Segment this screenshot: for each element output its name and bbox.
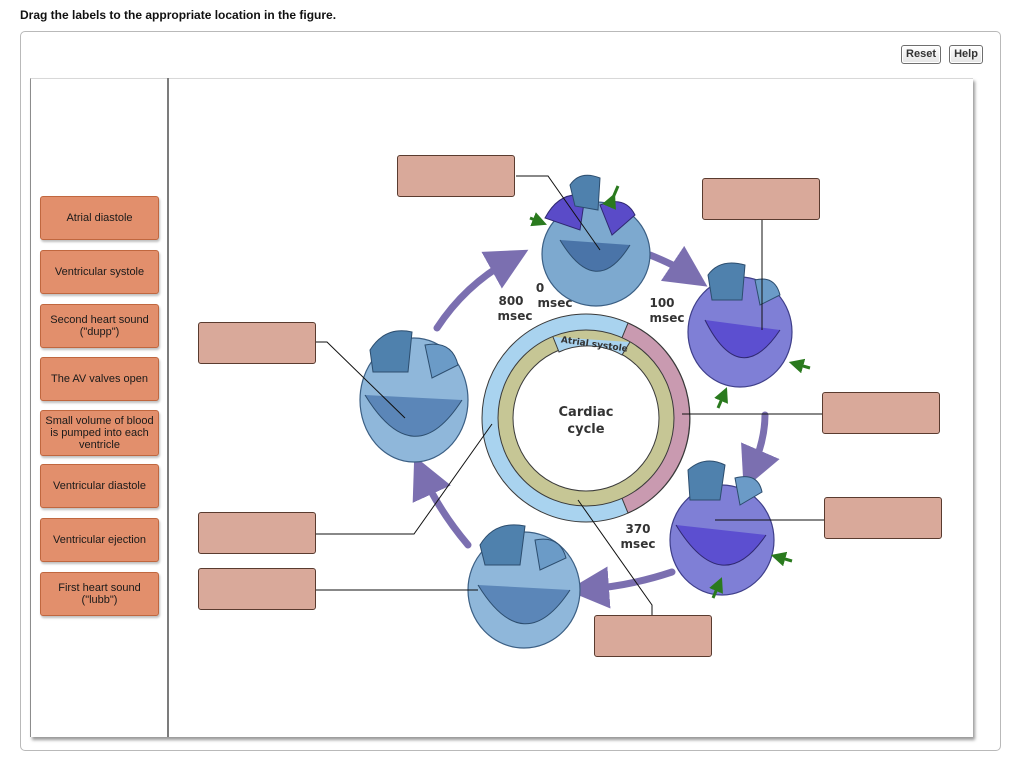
reset-button[interactable]: Reset (901, 45, 941, 64)
label-ventricular-ejection[interactable]: Ventricular ejection (40, 518, 159, 562)
time-100: 100 (649, 296, 674, 310)
drop-target-top-right[interactable] (702, 178, 820, 220)
drop-target-left[interactable] (198, 322, 316, 364)
drop-target-top[interactable] (397, 155, 515, 197)
leader-lines (315, 175, 824, 615)
label-small-volume-blood[interactable]: Small volume of blood is pumped into eac… (40, 410, 159, 456)
drop-target-right[interactable] (822, 392, 940, 434)
instruction-text: Drag the labels to the appropriate locat… (20, 8, 337, 22)
help-button[interactable]: Help (949, 45, 983, 64)
drop-target-lower-right[interactable] (824, 497, 942, 539)
question-frame (20, 31, 1001, 751)
cycle-ring (481, 313, 691, 523)
time-370: 370 (625, 522, 650, 536)
label-ventricular-diastole[interactable]: Ventricular diastole (40, 464, 159, 508)
cycle-title: Cardiac (559, 405, 614, 420)
label-ventricular-systole[interactable]: Ventricular systole (40, 250, 159, 294)
cycle-arrows (412, 245, 780, 609)
heart-bottom (467, 524, 581, 649)
heart-top (529, 174, 651, 307)
time-800: 800 (498, 294, 523, 308)
heart-bottom-right (669, 460, 793, 599)
time-100-unit: msec (650, 311, 685, 325)
heart-top-right (687, 262, 811, 409)
time-800-unit: msec (498, 309, 533, 323)
drop-target-lower-left-1[interactable] (198, 512, 316, 554)
heart-left (359, 330, 469, 463)
label-av-valves-open[interactable]: The AV valves open (40, 357, 159, 401)
drop-target-lower-left-2[interactable] (198, 568, 316, 610)
label-second-heart-sound[interactable]: Second heart sound ("dupp") (40, 304, 159, 348)
drop-target-bottom[interactable] (594, 615, 712, 657)
time-370-unit: msec (621, 537, 656, 551)
time-0: 0 (536, 281, 544, 295)
label-bank-divider (167, 78, 169, 737)
label-first-heart-sound[interactable]: First heart sound ("lubb") (40, 572, 159, 616)
cycle-subtitle: cycle (567, 422, 604, 437)
time-0-unit: msec (538, 296, 573, 310)
label-atrial-diastole[interactable]: Atrial diastole (40, 196, 159, 240)
